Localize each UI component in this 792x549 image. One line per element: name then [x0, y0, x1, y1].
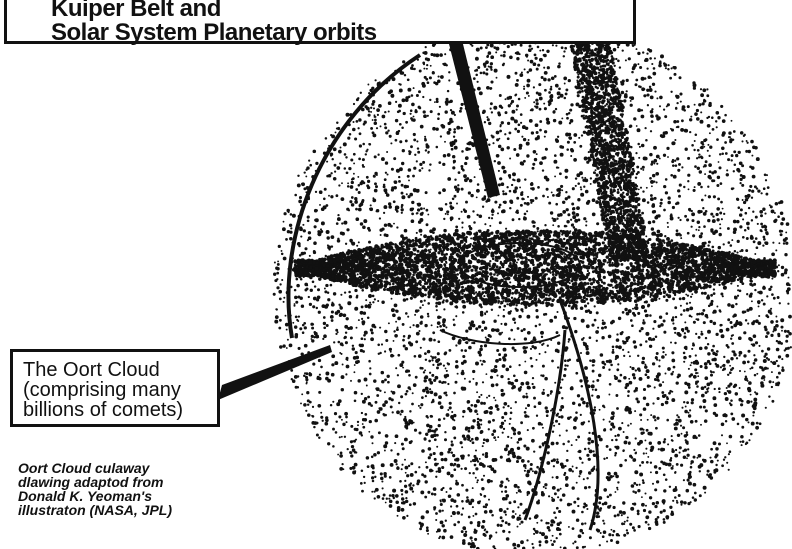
kuiper-belt-label: Kuiper Belt and Solar System Planetary o… — [4, 0, 636, 44]
caption-line1: Oort Cloud culaway — [18, 461, 172, 475]
illustration-caption: Oort Cloud culaway dlawing adaptod from … — [18, 461, 172, 517]
oort-label-line2: (comprising many — [23, 380, 217, 400]
caption-line3: Donald K. Yeoman's — [18, 489, 172, 503]
outer-orbit-arc — [288, 55, 420, 338]
oort-pointer — [218, 345, 332, 400]
caption-line4: illustraton (NASA, JPL) — [18, 503, 172, 517]
kuiper-label-line1: Kuiper Belt and — [51, 0, 633, 21]
oort-cloud-label: The Oort Cloud (comprising many billions… — [10, 349, 220, 427]
kuiper-belt-disc — [293, 39, 777, 308]
oort-label-line1: The Oort Cloud — [23, 360, 217, 380]
oort-label-line3: billions of comets) — [23, 400, 217, 420]
kuiper-label-line2: Solar System Planetary orbits — [51, 21, 633, 45]
caption-line2: dlawing adaptod from — [18, 475, 172, 489]
